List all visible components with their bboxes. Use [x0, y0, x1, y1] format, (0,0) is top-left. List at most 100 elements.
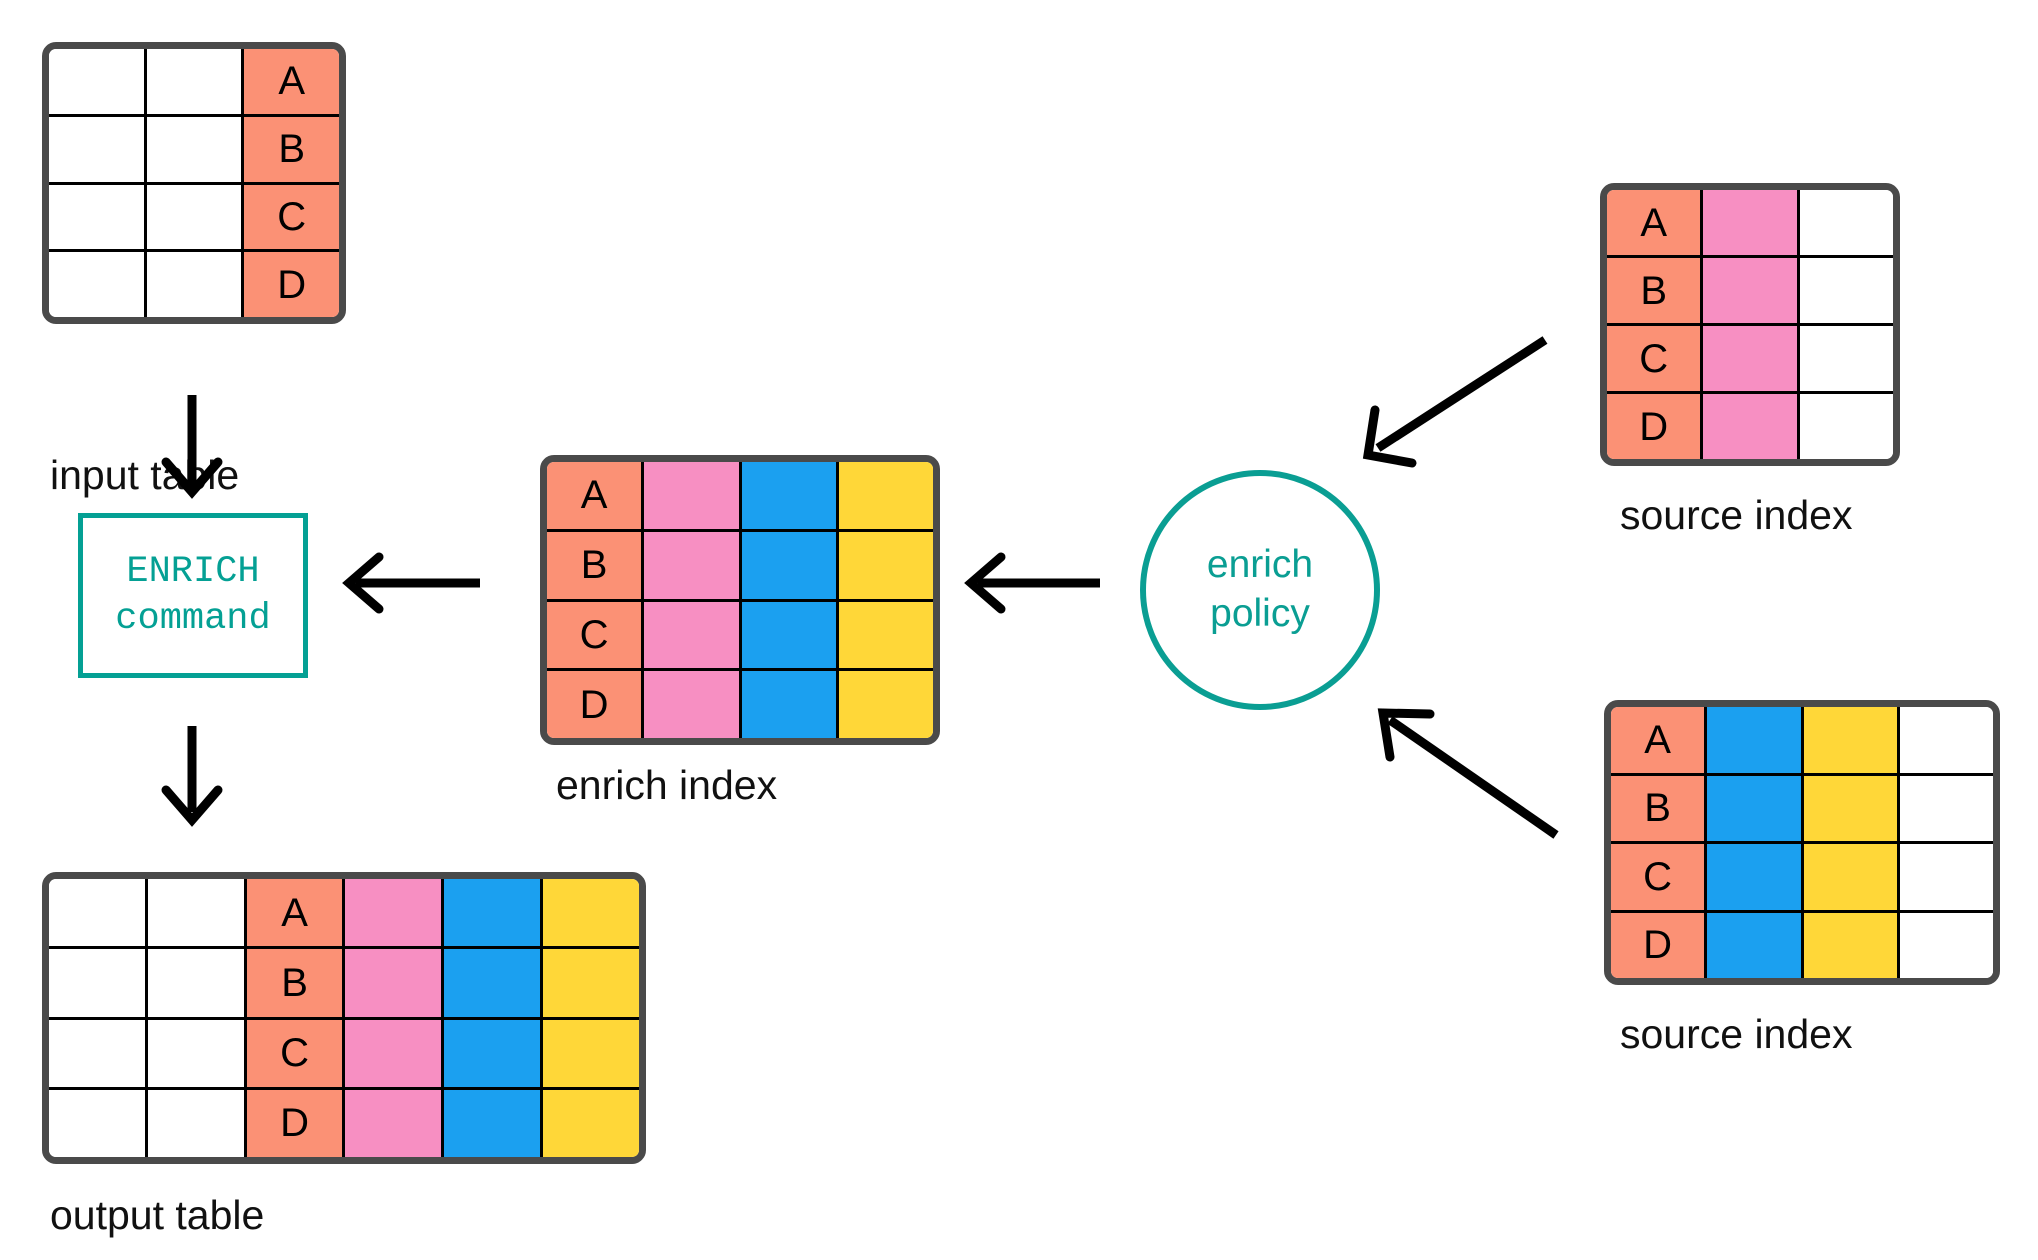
table-cell-key: B	[241, 116, 339, 182]
table-row: A	[49, 879, 639, 947]
table-cell	[1704, 707, 1801, 773]
table-cell	[835, 671, 933, 738]
enrich-policy-line-1: enrich	[1206, 543, 1314, 587]
table-cell-key: B	[547, 531, 642, 599]
table-cell-key: C	[243, 1019, 343, 1087]
table-cell	[1704, 844, 1801, 910]
table-cell	[738, 462, 836, 529]
table-cell	[641, 531, 739, 599]
table-cell	[143, 49, 242, 114]
table-cell-key: C	[1611, 844, 1705, 910]
table-row: D	[49, 1086, 639, 1157]
table-cell-key: A	[547, 462, 642, 529]
table-cell	[49, 1089, 145, 1157]
table-cell	[49, 116, 144, 182]
table-cell	[342, 949, 442, 1017]
table-cell	[49, 949, 145, 1017]
table-row: C	[1611, 841, 1993, 910]
table-cell	[1800, 775, 1897, 841]
table-cell	[441, 1089, 541, 1157]
input-table-caption: input table	[50, 452, 240, 498]
table-cell-key: D	[547, 671, 642, 738]
table-cell	[738, 601, 836, 669]
table-cell-key: B	[1607, 258, 1701, 323]
table-cell	[1800, 844, 1897, 910]
table-cell	[738, 531, 836, 599]
table-row: A	[1611, 707, 1993, 773]
table-cell	[342, 879, 442, 947]
table-cell-key: B	[243, 949, 343, 1017]
table-cell-key: A	[1611, 707, 1705, 773]
source-index-bottom-caption: source index	[1620, 1011, 1853, 1057]
table-cell	[641, 462, 739, 529]
table-row: A	[49, 49, 339, 114]
table-row: B	[547, 528, 933, 599]
source-index-top-caption: source index	[1620, 492, 1853, 538]
table-cell	[1700, 258, 1797, 323]
table-cell	[1796, 190, 1893, 255]
table-cell	[641, 601, 739, 669]
table-row: D	[547, 668, 933, 738]
table-cell	[1700, 326, 1797, 391]
table-cell	[342, 1089, 442, 1157]
table-row: D	[1611, 909, 1993, 978]
table-cell	[835, 601, 933, 669]
table-cell	[540, 1019, 639, 1087]
enrich-policy-circle[interactable]: enrich policy	[1140, 470, 1380, 710]
table-cell	[49, 879, 145, 947]
table-cell-key: B	[1611, 775, 1705, 841]
table-row: D	[1607, 391, 1893, 459]
table-cell	[1896, 912, 1993, 978]
table-cell	[143, 184, 242, 250]
table-cell	[49, 1019, 145, 1087]
table-row: B	[49, 113, 339, 182]
table-cell	[441, 879, 541, 947]
enrich-index-caption: enrich index	[556, 762, 778, 808]
table-row: C	[49, 1016, 639, 1087]
table-row: B	[49, 946, 639, 1017]
table-cell	[49, 49, 144, 114]
table-cell-key: D	[1611, 912, 1705, 978]
enrich-command-line-1: ENRICH	[126, 551, 260, 594]
table-cell	[835, 462, 933, 529]
enrich-command-line-2: command	[115, 597, 271, 640]
table-cell	[1796, 258, 1893, 323]
output-table-caption: output table	[50, 1192, 265, 1238]
table-cell	[144, 1019, 244, 1087]
enrich-command-box[interactable]: ENRICH command	[78, 513, 308, 678]
table-cell-key: A	[1607, 190, 1701, 255]
table-cell	[1704, 775, 1801, 841]
table-cell-key: A	[241, 49, 339, 114]
table-cell	[1704, 912, 1801, 978]
table-cell-key: C	[241, 184, 339, 250]
table-row: B	[1611, 772, 1993, 841]
table-cell	[441, 1019, 541, 1087]
table-row: A	[1607, 190, 1893, 255]
table-cell	[1700, 394, 1797, 459]
table-row: C	[1607, 323, 1893, 391]
table-cell	[144, 949, 244, 1017]
table-cell	[540, 949, 639, 1017]
table-cell	[144, 1089, 244, 1157]
table-row: C	[547, 598, 933, 669]
table-cell	[738, 671, 836, 738]
table-cell	[144, 879, 244, 947]
table-row: B	[1607, 255, 1893, 323]
table-cell-key: A	[243, 879, 343, 947]
table-cell	[143, 116, 242, 182]
table-cell	[143, 252, 242, 317]
table-cell	[1796, 326, 1893, 391]
table-cell	[641, 671, 739, 738]
table-cell	[1896, 775, 1993, 841]
table-row: D	[49, 249, 339, 317]
table-cell	[441, 949, 541, 1017]
table-cell	[1800, 707, 1897, 773]
table-cell-key: D	[1607, 394, 1701, 459]
table-cell-key: C	[1607, 326, 1701, 391]
enrich-policy-line-2: policy	[1210, 592, 1310, 635]
